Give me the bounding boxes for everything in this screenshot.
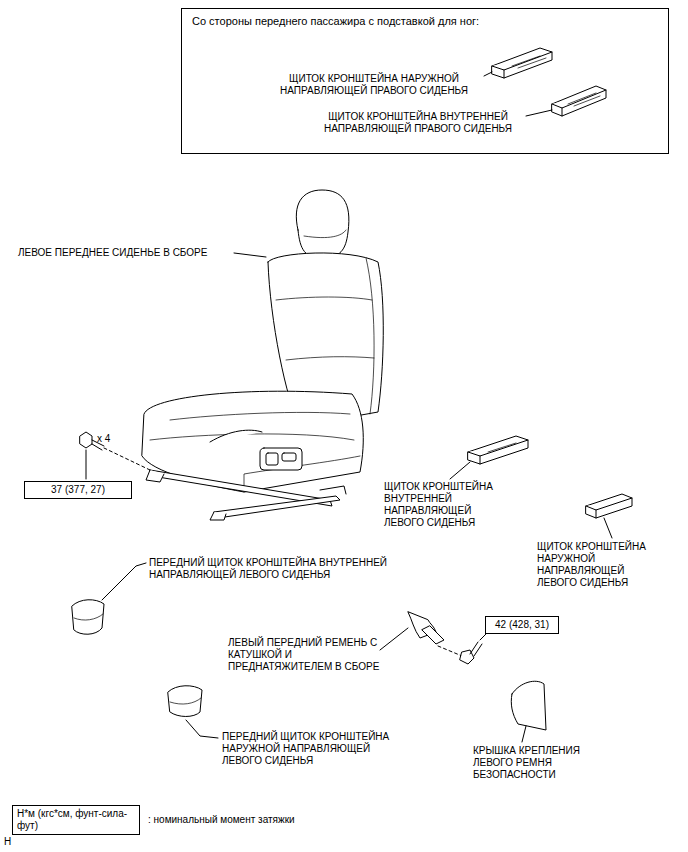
leader-line [438,646,462,656]
leader-line [234,253,266,257]
part-name: ПЕРЕДНИЙ ЩИТОК КРОНШТЕЙНА ВНУТРЕННЕЙ НАП… [149,557,411,581]
part-name: КРЫШКА КРЕПЛЕНИЯ ЛЕВОГО РЕМНЯ БЕЗОПАСНОС… [473,745,585,781]
part-name: ЛЕВОЕ ПЕРЕДНЕЕ СИДЕНЬЕ В СБОРЕ [18,247,233,259]
box-text: 37 (377, 27) [47,482,109,498]
box-text: Н*м (кгс*см, фунт-сила-фут) [13,806,139,834]
leader-line [186,720,218,738]
part-name: ПЕРЕДНИЙ ЩИТОК КРОНШТЕЙНА НАРУЖНОЙ НАПРА… [222,731,390,767]
seat-belt-anchor-cover [511,681,546,730]
leader-line [102,563,146,600]
part-name: ЩИТОК КРОНШТЕЙНА ВНУТРЕННЕЙ НАПРАВЛЯЮЩЕЙ… [384,481,496,529]
left-inner-guide-shield [468,436,528,464]
legend-torque-box: Н*м (кгс*см, фунт-сила-фут) [12,805,140,835]
figure-code: H [4,836,24,848]
part-name: ЩИТОК КРОНШТЕЙНА НАРУЖНОЙ НАПРАВЛЯЮЩЕЙ Л… [537,541,649,589]
leader-line [484,72,492,76]
leader-line [522,726,526,742]
seat-belt-anchor [408,612,444,644]
leader-line [86,450,87,479]
quantity-label: x 4 [97,433,127,445]
torque-box: 42 (428, 31) [485,616,559,634]
front-inner-guide-shield [72,600,104,635]
part-name: ЩИТОК КРОНШТЕЙНА ВНУТРЕННЕЙ НАПРАВЛЯЮЩЕЙ… [306,111,530,135]
leader-line [604,518,612,538]
part-name: ЛЕВЫЙ ПЕРЕДНИЙ РЕМЕНЬ С КАТУШКОЙ И ПРЕДН… [228,637,380,673]
torque-box: 37 (377, 27) [24,481,132,499]
bolt-symbol [460,642,482,664]
right-outer-guide-shield [492,48,552,78]
leader-line [104,448,150,470]
leader-line [380,628,408,650]
part-name: ЩИТОК КРОНШТЕЙНА НАРУЖНОЙ НАПРАВЛЯЮЩЕЙ П… [260,73,488,97]
right-inner-guide-shield [552,86,606,116]
leader-line [450,462,470,479]
front-outer-guide-shield [168,686,202,717]
left-outer-guide-shield [586,494,632,518]
leader-line [526,110,552,116]
box-text: Со стороны переднего пассажира с подстав… [192,15,652,27]
box-text: 42 (428, 31) [491,617,553,633]
inset-box: Со стороны переднего пассажира с подстав… [181,8,669,154]
leader-line [480,634,486,640]
legend-text: : номинальный момент затяжки [148,814,368,826]
front-seat-assembly [142,190,383,520]
